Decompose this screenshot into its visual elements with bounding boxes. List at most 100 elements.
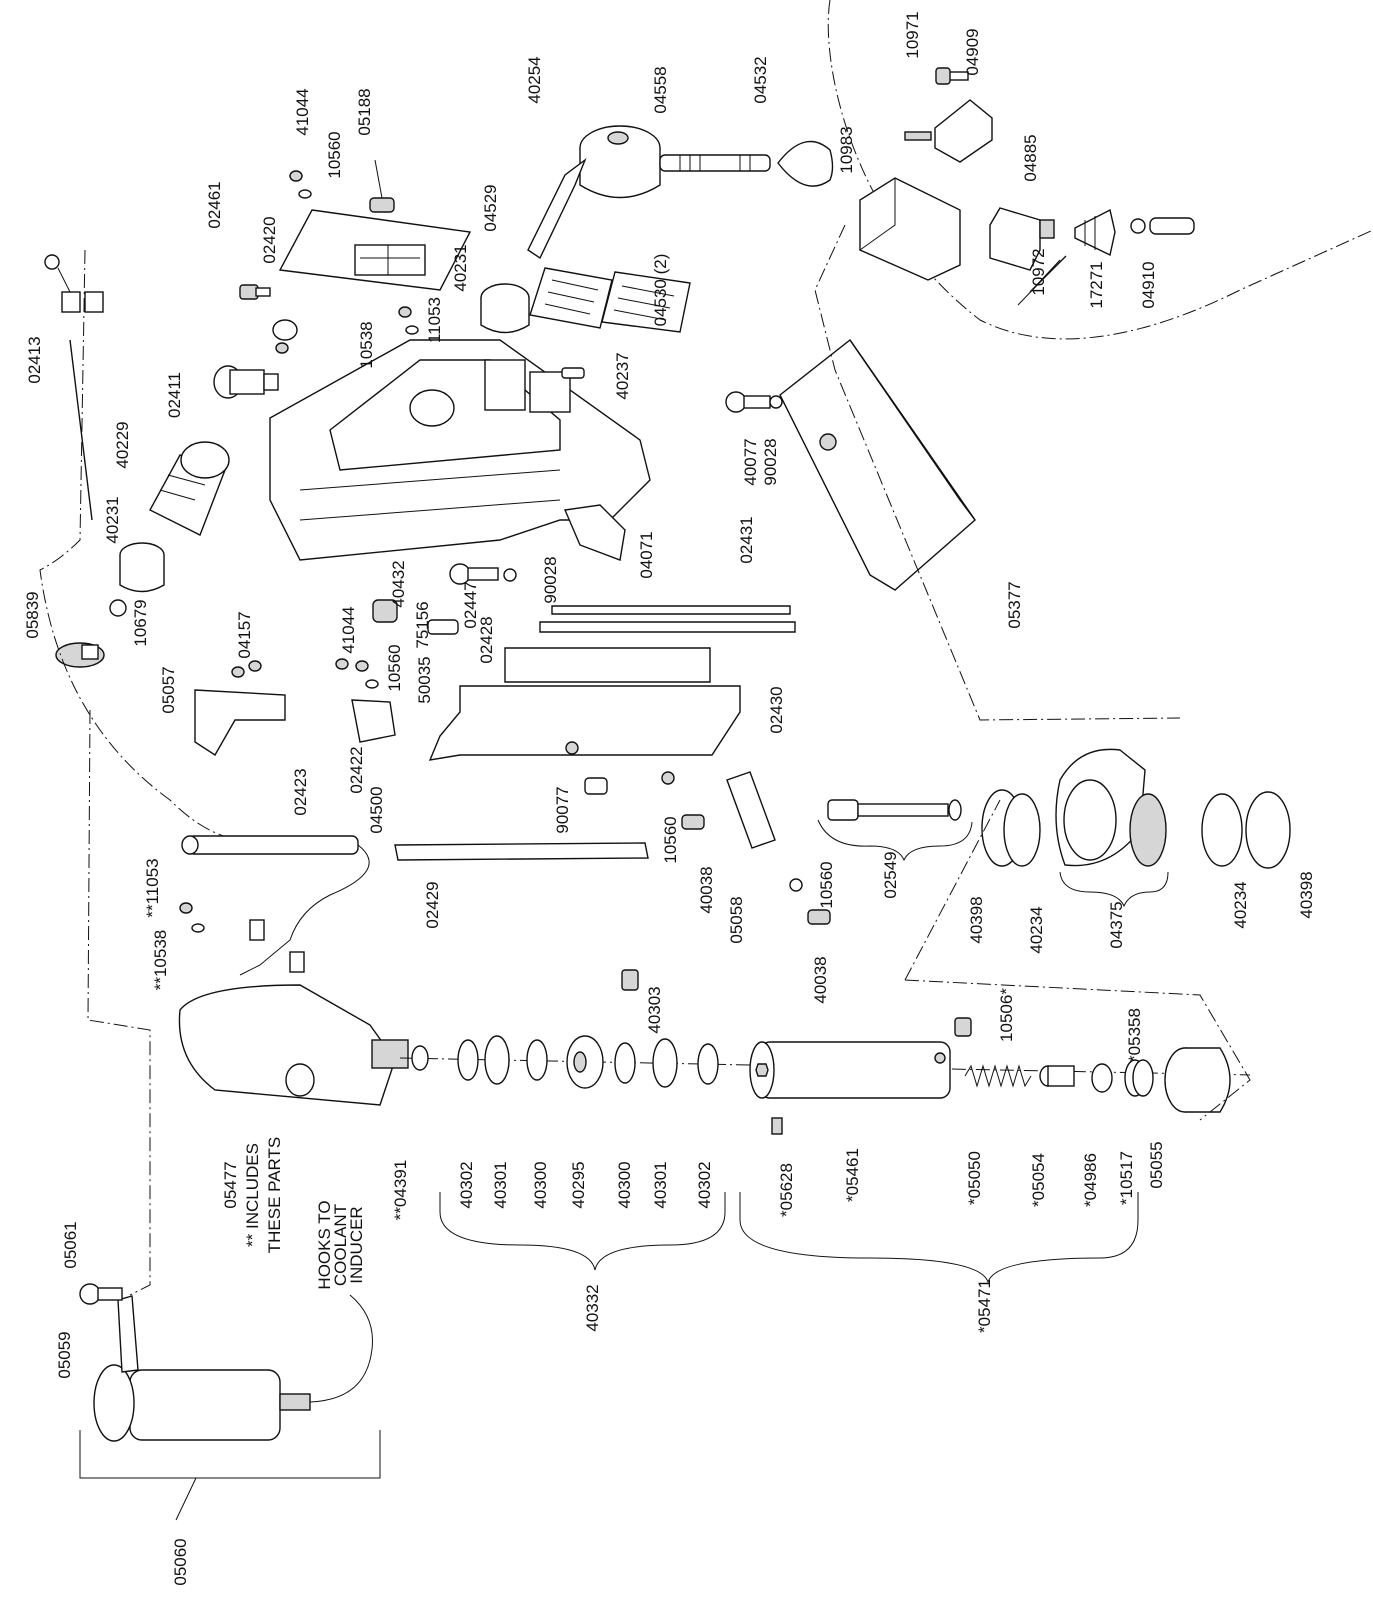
part-label-40302b: 40302 [695,1161,714,1208]
ring-04391 [411,1045,429,1071]
connector-a [249,919,265,941]
part-label-05061: 05061 [61,1221,80,1268]
screws-10972 [1017,255,1067,306]
part-label-02420: 02420 [260,216,279,263]
arm-04558 [659,154,771,172]
bottle-05060 [93,1364,311,1442]
part-label-02447: 02447 [461,581,480,628]
part-label-40398a: 40398 [967,896,986,943]
part-label-05059: 05059 [55,1331,74,1378]
screw-40432 [372,599,398,623]
gear-05839 [55,642,105,668]
part-label-11053a: 11053 [425,297,444,343]
part-label-includes: ** INCLUDES [243,1143,262,1247]
gib-02429 [394,842,649,861]
part-label-90028b: 90028 [761,438,780,485]
part-label-10679: 10679 [131,599,150,646]
part-label-coolant: COOLANT [331,1204,350,1286]
ring-40302-a [457,1039,479,1081]
part-label-02461: 02461 [205,181,224,228]
part-label-05358: *05358 [1125,1008,1144,1062]
screw-11053-lower [179,902,205,933]
screw-10971 [935,67,969,85]
part-label-40231b: 40231 [451,244,470,291]
screw-02447 [449,563,517,585]
part-label-11053b: **11053 [143,858,162,917]
part-label-05377: 05377 [1005,581,1024,628]
bracket-05060 [79,1430,381,1479]
part-label-10560a: 10560 [325,131,344,178]
part-label-04532: 04532 [751,56,770,103]
detail-boundary [827,0,1373,340]
screw-90077 [584,777,608,795]
arbor-05461 [749,1041,951,1099]
part-label-02413: 02413 [25,336,44,383]
screw-40077 [725,391,783,413]
bracket-04375 [1059,871,1169,908]
part-label-40038a: 40038 [697,866,716,913]
part-label-05054: *05054 [1029,1153,1048,1207]
screw-40303 [621,969,639,991]
part-label-40234a: 40234 [1027,906,1046,953]
bolt-02549 [827,799,962,821]
washer-04986 [1091,1063,1113,1093]
bushing-40231-upper [480,283,530,334]
bracket-40332 [439,1192,726,1271]
screws-41044-lower [335,658,379,689]
part-label-17271: 17271 [1087,261,1106,308]
part-label-10538a: 10538 [357,321,376,368]
bushing-40231-lower [119,542,165,593]
base-05377 [779,338,976,591]
tube-02423 [181,835,359,855]
setscrew-10506 [954,1017,972,1037]
phantom-path-bottle [87,709,151,1296]
part-label-04529: 04529 [481,184,500,231]
part-label-04530: 04530 (2) [651,254,670,327]
part-label-90028a: 90028 [541,556,560,603]
part-label-05060: 05060 [171,1538,190,1585]
cable-02413 [44,254,104,521]
part-label-04157: 04157 [235,611,254,658]
part-label-40038b: 40038 [811,956,830,1003]
screw-11053-upper [398,306,419,335]
part-label-40398b: 40398 [1297,871,1316,918]
part-label-05477: 05477 [221,1161,240,1208]
gib-02430 [539,621,796,633]
screw-40038-b [789,878,831,925]
part-label-75156: 75156 [413,601,432,648]
part-label-02429: 02429 [423,881,442,928]
bracket-05059 [117,1295,139,1373]
pin-05054 [1039,1065,1075,1087]
bracket-05058 [726,771,776,849]
part-label-40332: 40332 [583,1284,602,1331]
part-label-10971: 10971 [903,11,922,58]
part-labels: 0518841044105600246102420024130241140229… [23,11,1316,1585]
phantom-path-left [39,249,231,839]
ring-40398-b [1245,791,1291,869]
labels-04530 [529,267,691,333]
part-label-04885: 04885 [1021,134,1040,181]
part-label-40301b: 40301 [651,1161,670,1208]
washer-10679 [109,599,127,617]
part-label-40234b: 40234 [1231,881,1250,928]
housing-04375 [1055,748,1167,867]
part-label-41044b: 41044 [339,606,358,653]
fitting-02411 [213,365,279,399]
part-label-02549: 02549 [881,851,900,898]
part-label-41044a: 41044 [293,88,312,135]
part-label-40254: 40254 [525,56,544,103]
cap-05055 [1164,1047,1231,1113]
part-label-10560d: 10560 [817,861,836,908]
part-label-05628: *05628 [777,1163,796,1217]
part-label-10983: 10983 [837,126,856,173]
screws-04157 [231,660,262,678]
part-label-05057: 05057 [159,666,178,713]
part-label-02423: 02423 [291,768,310,815]
part-label-04071: 04071 [637,531,656,578]
bracket-05057 [194,689,286,756]
part-label-02430: 02430 [767,686,786,733]
coolant-hose [309,1294,373,1403]
part-label-10560c: 10560 [661,816,680,863]
part-label-40229: 40229 [113,421,132,468]
